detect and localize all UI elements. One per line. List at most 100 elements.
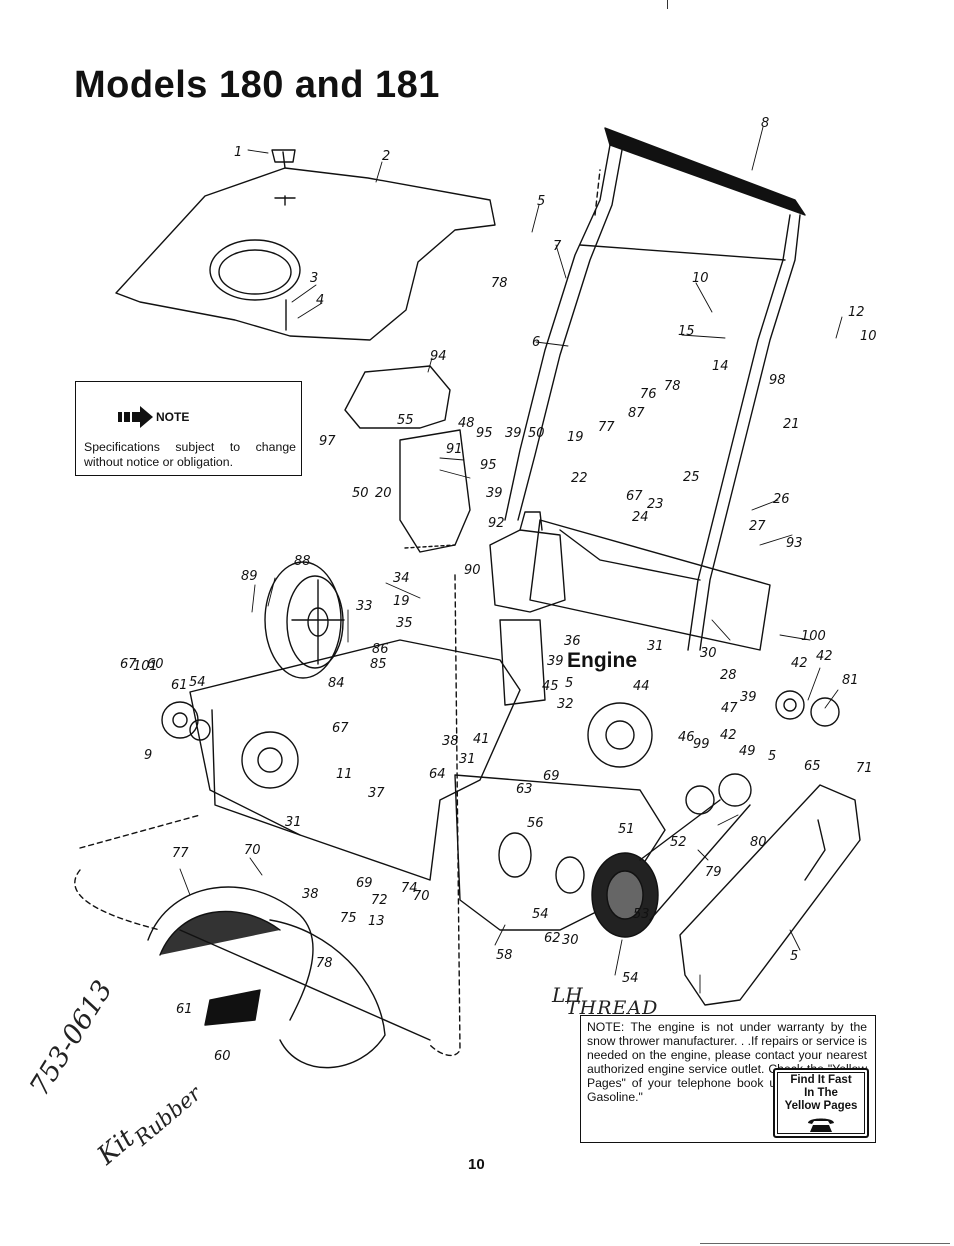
part-callout-30: 30 (562, 933, 579, 948)
part-callout-60: 60 (147, 657, 164, 672)
part-callout-27: 27 (749, 519, 766, 534)
part-callout-41: 41 (473, 732, 490, 747)
part-callout-47: 47 (721, 701, 738, 716)
handwritten-thread: THREAD (566, 997, 659, 1019)
part-callout-38: 38 (302, 887, 319, 902)
discharge-chute-shape (344, 365, 471, 553)
part-callout-21: 21 (783, 417, 800, 432)
engine-shape (489, 511, 653, 768)
part-callout-65: 65 (804, 759, 821, 774)
part-callout-44: 44 (633, 679, 650, 694)
part-callout-86: 86 (372, 642, 389, 657)
part-callout-74: 74 (401, 881, 418, 896)
part-callout-67: 67 (120, 657, 137, 672)
telephone-icon (808, 1118, 834, 1132)
part-callout-48: 48 (458, 416, 475, 431)
part-callout-10: 10 (692, 271, 709, 286)
badge-line-2: In The (804, 1087, 838, 1099)
part-callout-91: 91 (446, 442, 463, 457)
part-callout-69: 69 (543, 769, 560, 784)
part-callout-70: 70 (244, 843, 261, 858)
part-callout-50: 50 (352, 486, 369, 501)
page-title: Models 180 and 181 (74, 64, 440, 106)
badge-line-3: Yellow Pages (784, 1100, 858, 1112)
page-number: 10 (468, 1156, 485, 1173)
part-callout-52: 52 (670, 835, 687, 850)
yellow-pages-badge: Find It Fast In The Yellow Pages (773, 1068, 869, 1138)
part-callout-71: 71 (856, 761, 873, 776)
part-callout-20: 20 (375, 486, 392, 501)
part-callout-42: 42 (816, 649, 833, 664)
part-callout-30: 30 (700, 646, 717, 661)
axle-shapes (161, 701, 585, 894)
right-arrow-icon (118, 406, 153, 428)
handwritten-lh: LH (552, 983, 583, 1007)
part-callout-60: 60 (214, 1049, 231, 1064)
part-callout-5: 5 (565, 676, 573, 691)
part-callout-14: 14 (712, 359, 729, 374)
part-callout-46: 46 (678, 730, 695, 745)
part-callout-5: 5 (768, 749, 776, 764)
part-callout-95: 95 (480, 458, 497, 473)
part-callout-80: 80 (750, 835, 767, 850)
part-callout-42: 42 (791, 656, 808, 671)
part-callout-61: 61 (176, 1002, 193, 1017)
part-callout-33: 33 (356, 599, 373, 614)
part-callout-35: 35 (396, 616, 413, 631)
part-callout-54: 54 (622, 971, 639, 986)
part-callout-42: 42 (720, 728, 737, 743)
part-callout-67: 67 (332, 721, 349, 736)
part-callout-81: 81 (842, 673, 859, 688)
part-callout-39: 39 (740, 690, 757, 705)
part-callout-5: 5 (790, 949, 798, 964)
part-callout-76: 76 (640, 387, 657, 402)
part-callout-77: 77 (172, 846, 189, 861)
part-callout-88: 88 (294, 554, 311, 569)
part-callout-1: 1 (234, 145, 242, 160)
part-callout-31: 31 (285, 815, 302, 830)
part-callout-54: 54 (189, 675, 206, 690)
part-callout-11: 11 (336, 767, 353, 782)
part-callout-64: 64 (429, 767, 446, 782)
engine-label: Engine (567, 649, 638, 672)
part-callout-39: 39 (547, 654, 564, 669)
part-callout-38: 38 (442, 734, 459, 749)
part-callout-78: 78 (491, 276, 508, 291)
part-callout-39: 39 (486, 486, 503, 501)
part-callout-2: 2 (382, 149, 390, 164)
part-callout-50: 50 (528, 426, 545, 441)
part-callout-28: 28 (720, 668, 737, 683)
part-callout-70: 70 (413, 889, 430, 904)
part-callout-34: 34 (393, 571, 410, 586)
part-callout-25: 25 (683, 470, 700, 485)
leader-lines (179, 126, 843, 994)
part-callout-22: 22 (571, 471, 588, 486)
part-callout-94: 94 (430, 349, 447, 364)
part-callout-36: 36 (564, 634, 581, 649)
part-callout-79: 79 (705, 865, 722, 880)
part-callout-23: 23 (647, 497, 664, 512)
part-callout-31: 31 (459, 752, 476, 767)
part-callout-7: 7 (553, 239, 562, 254)
part-callout-101: 101 (133, 659, 158, 674)
part-callout-100: 100 (801, 629, 826, 644)
part-callout-5: 5 (537, 194, 545, 209)
part-callout-37: 37 (368, 786, 385, 801)
part-callout-90: 90 (464, 563, 481, 578)
part-callout-72: 72 (371, 893, 388, 908)
part-callout-9: 9 (144, 748, 152, 763)
part-callout-58: 58 (496, 948, 513, 963)
part-callout-78: 78 (664, 379, 681, 394)
note-label: NOTE (156, 410, 190, 424)
part-callout-56: 56 (527, 816, 544, 831)
part-callout-24: 24 (632, 510, 649, 525)
part-callout-10: 10 (860, 329, 877, 344)
engine-warranty-note: NOTE: The engine is not under warranty b… (580, 1015, 876, 1143)
part-callout-3: 3 (310, 271, 318, 286)
part-callout-99: 99 (693, 737, 710, 752)
part-callout-54: 54 (532, 907, 549, 922)
part-callout-26: 26 (773, 492, 790, 507)
part-callout-51: 51 (618, 822, 635, 837)
part-callout-62: 62 (544, 931, 561, 946)
